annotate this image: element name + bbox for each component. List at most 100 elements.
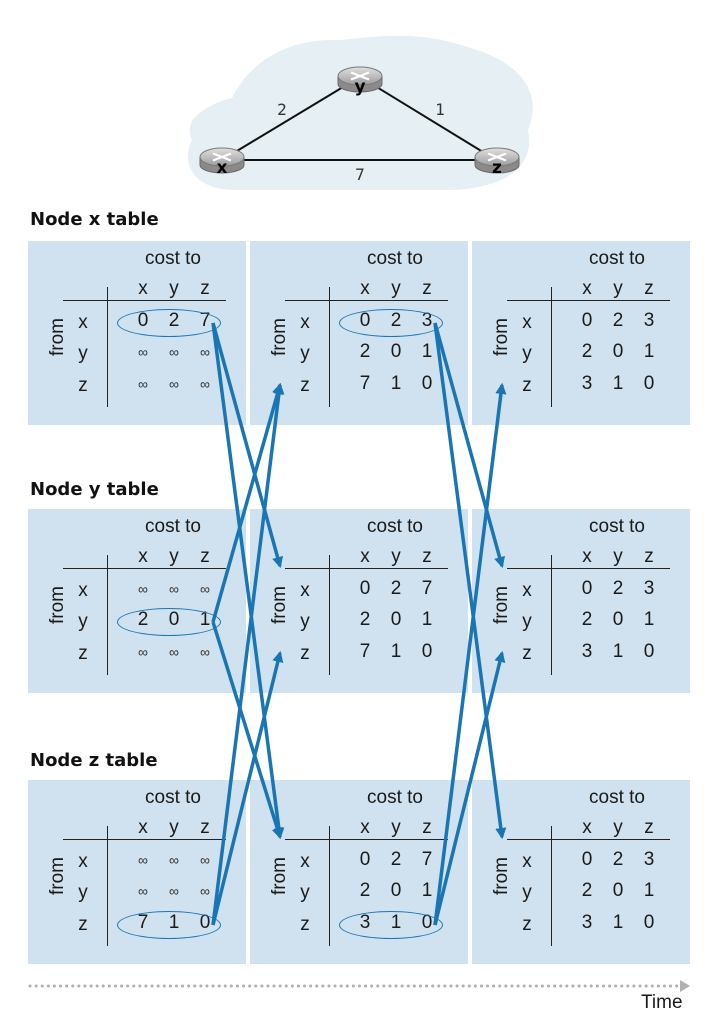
table-cell: 1 [390, 641, 402, 662]
table-cell: 2 [359, 609, 371, 630]
table-cell: 2 [390, 849, 402, 870]
table-cell: ∞ [138, 883, 148, 899]
highlight-ellipse [117, 309, 221, 337]
table-cell: ∞ [200, 852, 210, 868]
link-x-z-cost: 7 [355, 165, 365, 184]
table-cell: 3 [643, 578, 655, 599]
table-cell: 0 [643, 912, 655, 933]
node-x-label: x [217, 158, 228, 178]
table-rule-vertical [551, 826, 552, 946]
cost-to-label: cost to [367, 248, 423, 269]
table-cell: 0 [421, 373, 433, 394]
row-label: z [78, 914, 88, 935]
table-cell: 2 [581, 341, 593, 362]
table-rule-vertical [107, 287, 108, 407]
row-label: y [78, 882, 88, 903]
table-rule-horizontal [285, 568, 448, 569]
column-header: y [169, 546, 179, 567]
table-cell: ∞ [138, 376, 148, 392]
row-label: x [300, 580, 310, 601]
row-label: x [78, 851, 88, 872]
table-cell: 1 [612, 373, 624, 394]
column-header: x [360, 546, 370, 567]
table-rule-horizontal [507, 568, 670, 569]
table-cell: 7 [421, 578, 433, 599]
row-label: y [300, 882, 310, 903]
table-rule-vertical [329, 555, 330, 675]
table-cell: ∞ [169, 581, 179, 597]
table-cell: 2 [581, 609, 593, 630]
table-cell: 0 [421, 641, 433, 662]
table-cell: 0 [390, 609, 402, 630]
row-label: x [300, 312, 310, 333]
column-header: y [613, 278, 623, 299]
cost-to-label: cost to [145, 516, 201, 537]
cost-to-label: cost to [589, 787, 645, 808]
row-label: z [522, 375, 532, 396]
row-label: y [78, 343, 88, 364]
row-label: z [300, 643, 310, 664]
table-cell: 0 [359, 849, 371, 870]
link-y-z [361, 77, 497, 161]
column-header: x [138, 278, 148, 299]
link-x-y [221, 77, 359, 161]
table-cell: 7 [359, 373, 371, 394]
link-y-z-cost: 1 [435, 100, 445, 119]
cost-to-label: cost to [145, 248, 201, 269]
table-cell: ∞ [169, 376, 179, 392]
column-header: x [138, 546, 148, 567]
time-arrowhead [680, 980, 690, 992]
column-header: z [644, 278, 654, 299]
column-header: z [200, 817, 210, 838]
column-header: x [360, 817, 370, 838]
column-header: z [422, 278, 432, 299]
table-cell: 2 [390, 578, 402, 599]
column-header: y [169, 278, 179, 299]
node-z-label: z [492, 158, 502, 178]
row-label: y [522, 882, 532, 903]
table-cell: 1 [612, 912, 624, 933]
row-label: y [300, 611, 310, 632]
table-cell: 2 [612, 578, 624, 599]
table-rule-horizontal [285, 300, 448, 301]
table-cell: 2 [612, 849, 624, 870]
table-cell: 0 [581, 310, 593, 331]
column-header: x [138, 817, 148, 838]
table-cell: 0 [643, 373, 655, 394]
row-label: x [78, 580, 88, 601]
table-rule-horizontal [285, 839, 448, 840]
table-cell: ∞ [138, 644, 148, 660]
column-header: y [613, 817, 623, 838]
column-header: x [582, 546, 592, 567]
table-cell: ∞ [138, 344, 148, 360]
column-header: x [582, 817, 592, 838]
node-z-table-title: Node z table [30, 750, 158, 771]
row-label: z [300, 914, 310, 935]
table-cell: ∞ [169, 644, 179, 660]
table-cell: 0 [643, 641, 655, 662]
row-label: z [78, 375, 88, 396]
table-cell: 3 [581, 641, 593, 662]
cost-to-label: cost to [367, 516, 423, 537]
column-header: z [644, 546, 654, 567]
table-cell: 1 [643, 880, 655, 901]
table-cell: 0 [390, 880, 402, 901]
table-rule-horizontal [63, 839, 226, 840]
row-label: y [522, 611, 532, 632]
table-cell: ∞ [169, 852, 179, 868]
row-label: z [78, 643, 88, 664]
network-cloud [187, 35, 533, 190]
column-header: z [200, 546, 210, 567]
table-cell: ∞ [200, 883, 210, 899]
table-cell: 7 [421, 849, 433, 870]
table-cell: 1 [421, 341, 433, 362]
table-rule-horizontal [507, 839, 670, 840]
column-header: y [169, 817, 179, 838]
highlight-ellipse [117, 911, 221, 939]
row-label: x [300, 851, 310, 872]
table-cell: 2 [612, 310, 624, 331]
column-header: z [644, 817, 654, 838]
column-header: z [422, 546, 432, 567]
